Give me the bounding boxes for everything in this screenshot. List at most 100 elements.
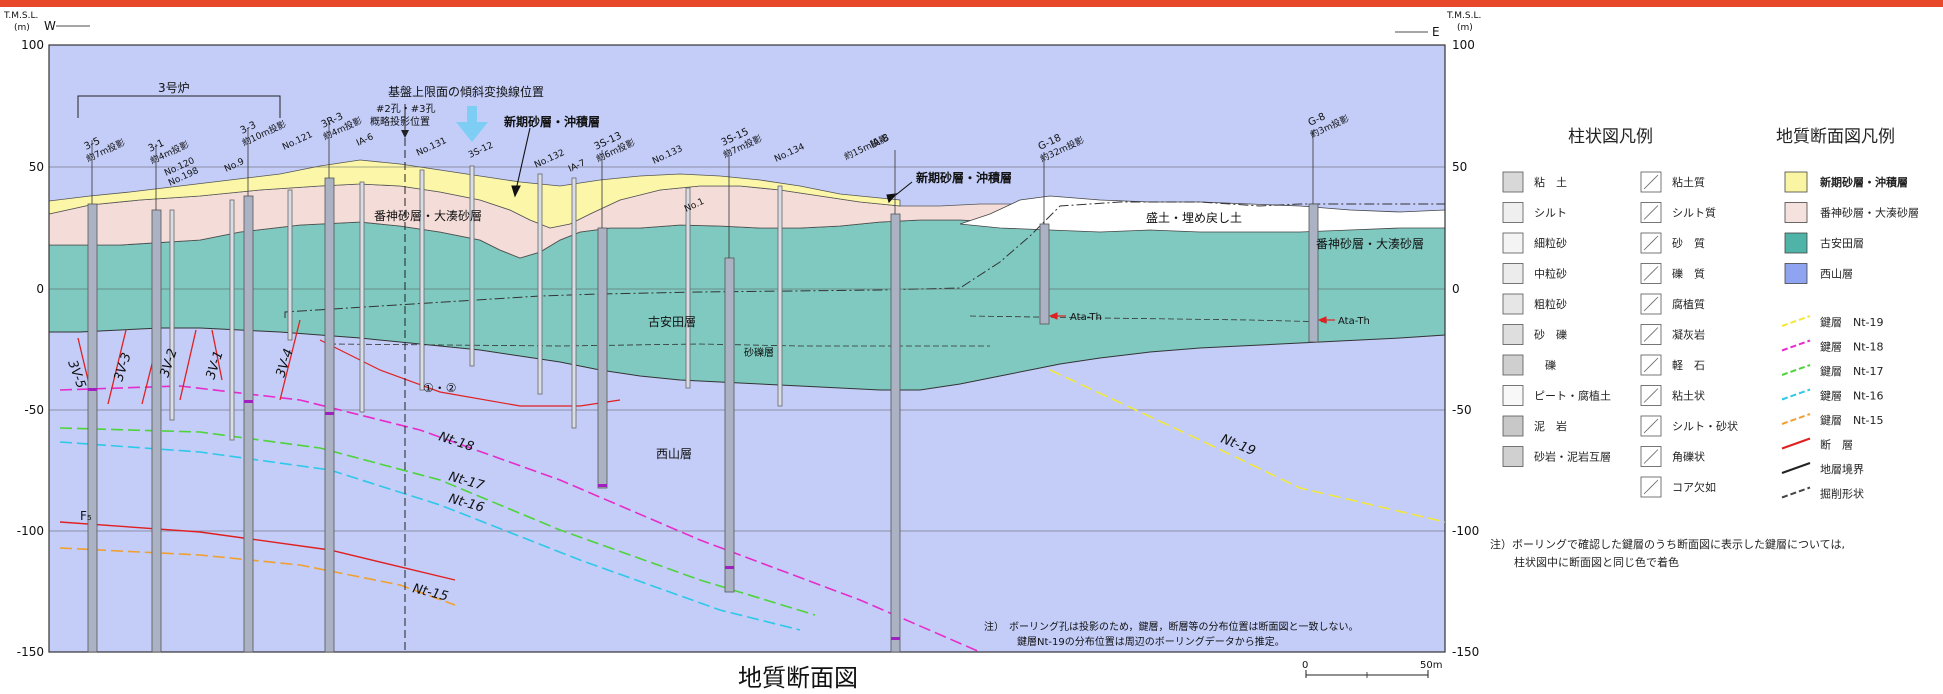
callout-arrows [511,127,913,204]
new-sand-label-2: 新期砂層・沖積層 [916,170,1012,185]
pillar-legend-title: 柱状図凡例 [1568,127,1653,147]
tick-left-100: 100 [21,38,44,52]
pillar-label: シルト [1534,207,1567,220]
pillar-hatch [1643,357,1659,373]
section-unit-swatch [1784,202,1808,223]
pillar-swatch [1502,415,1524,437]
pillar-hatch [1643,388,1659,403]
legend-note-2: 柱状図中に断面図と同じ色で着色 [1514,555,1679,569]
pillar-hatch [1643,266,1659,281]
section-line-label: 鍵層 Nt-16 [1820,389,1884,403]
section-line-swatch [1781,413,1811,425]
reactor-bracket [77,95,281,118]
pillar-label: 角礫状 [1672,450,1705,464]
tick-left-minus50: -50 [24,403,44,417]
borehole-3-1 [151,209,162,653]
borehole-ia-8 [890,213,901,653]
section-unit-label: 新期砂層・沖積層 [1820,175,1908,189]
pillar-hatch [1643,327,1659,342]
section-line-swatch [1781,437,1811,450]
borehole-3s-13 [597,227,608,489]
section-line-label: 鍵層 Nt-15 [1820,413,1884,427]
koyasuda-label: 古安田層 [648,314,696,329]
tick-left-minus100: -100 [17,524,44,538]
borehole-3s-15 [724,257,735,593]
section-line-label: 鍵層 Nt-19 [1820,315,1884,329]
pillar-hatch [1643,174,1659,190]
pillar-label: 凝灰岩 [1672,328,1705,342]
projection-label-2: 概略投影位置 [370,115,430,128]
pillar-swatch [1502,232,1524,254]
pillar-hatch [1643,296,1659,312]
pillar-label: 腐植質 [1672,297,1705,311]
scale-start: 0 [1302,660,1308,671]
tick-right-0: 0 [1452,282,1460,296]
section-line-label: 掘削形状 [1820,487,1864,501]
pillar-swatch [1502,324,1524,345]
section-unit-label: 西山層 [1820,268,1853,281]
section-line-label: 鍵層 Nt-18 [1820,340,1884,354]
tick-left-50: 50 [29,160,44,174]
projection-label-1: #2孔・#3孔 [376,103,435,115]
section-frame [48,44,1446,653]
ata-label-1: Ata-Th [1070,312,1102,323]
banjin-label-1: 番神砂層・大湊砂層 [374,209,482,223]
axis-unit-left: (m) [14,23,30,33]
pillar-swatch [1502,354,1524,376]
scale-end: 50m [1420,660,1442,671]
pillar-label: 砂岩・泥岩互層 [1534,450,1611,464]
section-line-swatch [1781,462,1811,474]
axis-unit-top-right: T.M.S.L. [1446,11,1481,21]
east-label: E [1432,25,1440,39]
pillar-label: 礫 質 [1672,267,1705,281]
tick-right-minus100: -100 [1452,524,1479,538]
axis-unit-right: (m) [1457,23,1473,33]
ata-arrows [1048,312,1335,324]
pillar-swatch [1502,385,1524,406]
section-annotations: 3号炉 基盤上限面の傾斜変換線位置 #2孔・#3孔 概略投影位置 新期砂層・沖積… [80,81,1424,648]
reactor-label: 3号炉 [158,81,190,95]
pillar-label: 粘土状 [1672,389,1705,403]
tick-right-100: 100 [1452,38,1475,52]
pillar-swatch [1502,171,1524,193]
pillar-swatch [1502,202,1524,223]
tick-right-50: 50 [1452,160,1467,174]
section-line-swatch [1781,388,1811,401]
new-sand-layer [48,159,901,229]
section-panel [48,44,1446,653]
pillar-hatch [1643,235,1659,251]
tick-left-minus150: -150 [17,645,44,659]
left-axis: T.M.S.L. (m) W 100 50 0 -50 -100 -150 [3,11,90,659]
tick-left-0: 0 [36,282,44,296]
section-legend-title: 地質断面図凡例 [1776,127,1895,147]
pillar-label: 泥 岩 [1534,419,1567,433]
borehole-3-3 [243,195,254,653]
fault-circled-label: ①・② [423,381,457,395]
section-line-label: 断 層 [1820,438,1853,452]
slope-change-arrow-icon [456,106,488,142]
right-axis: T.M.S.L. (m) E 100 50 0 -50 -100 -150 [1395,11,1481,659]
nishiyama-label: 西山層 [656,447,692,461]
borehole-leaders [91,122,1314,258]
pillar-hatch [1643,418,1659,434]
section-line-swatch [1781,339,1811,352]
section-unit-swatch [1784,263,1808,284]
bottom-note-2: 鍵層Nt-19の分布位置は周辺のボーリングデータから推定。 [1017,635,1285,648]
fault-1-2 [319,339,621,407]
figure-title: 地質断面図 [738,664,858,692]
section-line-label: 地層境界 [1820,462,1864,476]
tick-right-minus50: -50 [1452,403,1472,417]
borehole-3-5 [87,203,98,653]
borehole-g-18 [1039,223,1050,325]
section-line-swatch [1781,315,1811,327]
pillar-label: シルト質 [1672,206,1716,220]
pillar-label: 砂 礫 [1534,328,1567,342]
slope-change-label: 基盤上限面の傾斜変換線位置 [388,84,544,99]
pillar-label: 粘 土 [1534,175,1567,189]
pillar-label: コア欠如 [1672,480,1716,494]
fault-3v-labels: 3V-5 3V-3 3V-2 3V-1 3V-4 [64,347,297,391]
grid-lines [49,166,1445,532]
borehole-marks [88,388,900,640]
